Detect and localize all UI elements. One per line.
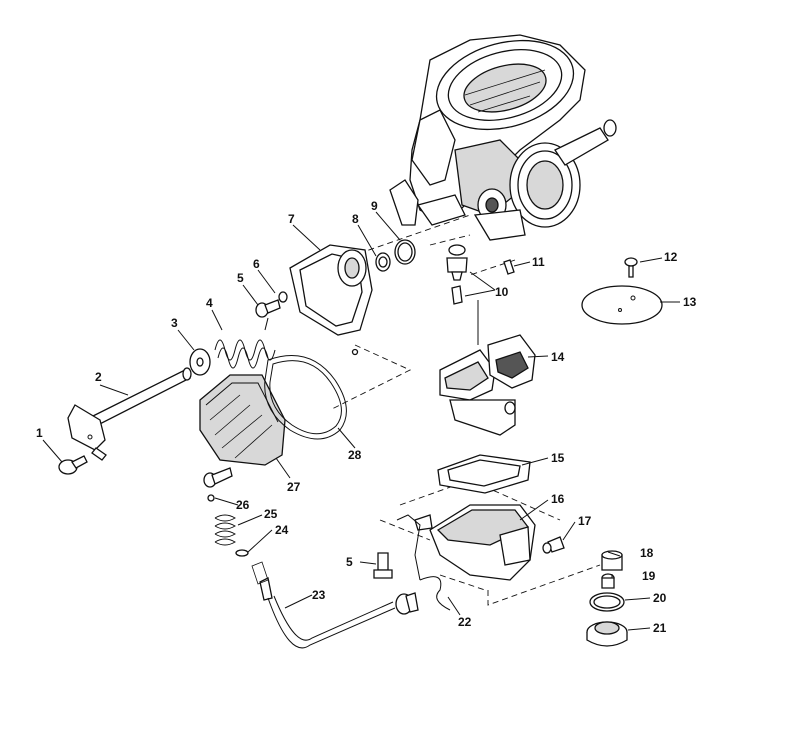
- callout-24: 24: [275, 523, 289, 537]
- part-18-cap: [601, 550, 623, 571]
- callout-13: 13: [683, 295, 697, 309]
- part-1-screw: [58, 455, 88, 475]
- part-21-drain-plug: [586, 621, 628, 647]
- part-25-spring: [214, 514, 236, 546]
- callout-15: 15: [551, 451, 565, 465]
- callout-10: 10: [495, 285, 509, 299]
- callout-28: 28: [348, 448, 362, 462]
- part-27-cover: [199, 374, 286, 466]
- part-4-spring: [214, 317, 276, 369]
- callout-6: 6: [253, 257, 260, 271]
- callout-1: 1: [36, 426, 43, 440]
- callout-22: 22: [458, 615, 472, 629]
- callout-17: 17: [578, 514, 592, 528]
- callout-4: 4: [206, 296, 213, 310]
- part-16-float-bowl: [414, 504, 536, 581]
- part-14-float: [439, 334, 536, 436]
- part-2-throttle-shaft: [67, 367, 192, 461]
- callout-16: 16: [551, 492, 565, 506]
- part-20-o-ring: [589, 592, 625, 612]
- part-7-cover: [289, 244, 373, 356]
- part-23-cable: [251, 561, 419, 649]
- callout-20: 20: [653, 591, 667, 605]
- callout-14: 14: [551, 350, 565, 364]
- callout-12: 12: [664, 250, 678, 264]
- callout-8: 8: [352, 212, 359, 226]
- carburetor-body: [389, 34, 617, 241]
- part-27-screw: [203, 467, 233, 488]
- callout-11: 11: [532, 255, 545, 269]
- part-6-washer: [278, 291, 288, 303]
- part-17-plug: [542, 536, 565, 554]
- callout-21: 21: [653, 621, 667, 635]
- callout-23: 23: [312, 588, 326, 602]
- callout-19: 19: [642, 569, 656, 583]
- callout-7: 7: [288, 212, 295, 226]
- part-9-o-ring: [394, 239, 416, 265]
- part-24-e-clip: [235, 549, 249, 557]
- part-3-washer: [189, 348, 211, 376]
- part-5-screw-bottom: [373, 552, 393, 579]
- part-12-screw: [624, 257, 638, 278]
- part-26-ball: [207, 494, 215, 502]
- part-13-plate: [581, 285, 663, 325]
- callout-25: 25: [264, 507, 278, 521]
- part-19-valve: [601, 573, 615, 589]
- part-10-jets: [446, 244, 468, 305]
- callout-2: 2: [95, 370, 102, 384]
- callout-27: 27: [287, 480, 301, 494]
- callout-3: 3: [171, 316, 178, 330]
- callout-labels: 1 2 3 4 5 6 7 8 9 10 11 12 13 14 15 16 1…: [36, 199, 697, 635]
- callout-18: 18: [640, 546, 654, 560]
- callout-5-bottom: 5: [346, 555, 353, 569]
- leader-lines: [42, 211, 680, 631]
- callout-26: 26: [236, 498, 250, 512]
- part-22-clip: [396, 514, 451, 611]
- part-15-gasket: [437, 454, 531, 494]
- callout-9: 9: [371, 199, 378, 213]
- part-5-screw-top: [255, 299, 281, 318]
- part-11-screw: [503, 259, 515, 275]
- part-8-o-ring: [375, 252, 391, 272]
- callout-5-top: 5: [237, 271, 244, 285]
